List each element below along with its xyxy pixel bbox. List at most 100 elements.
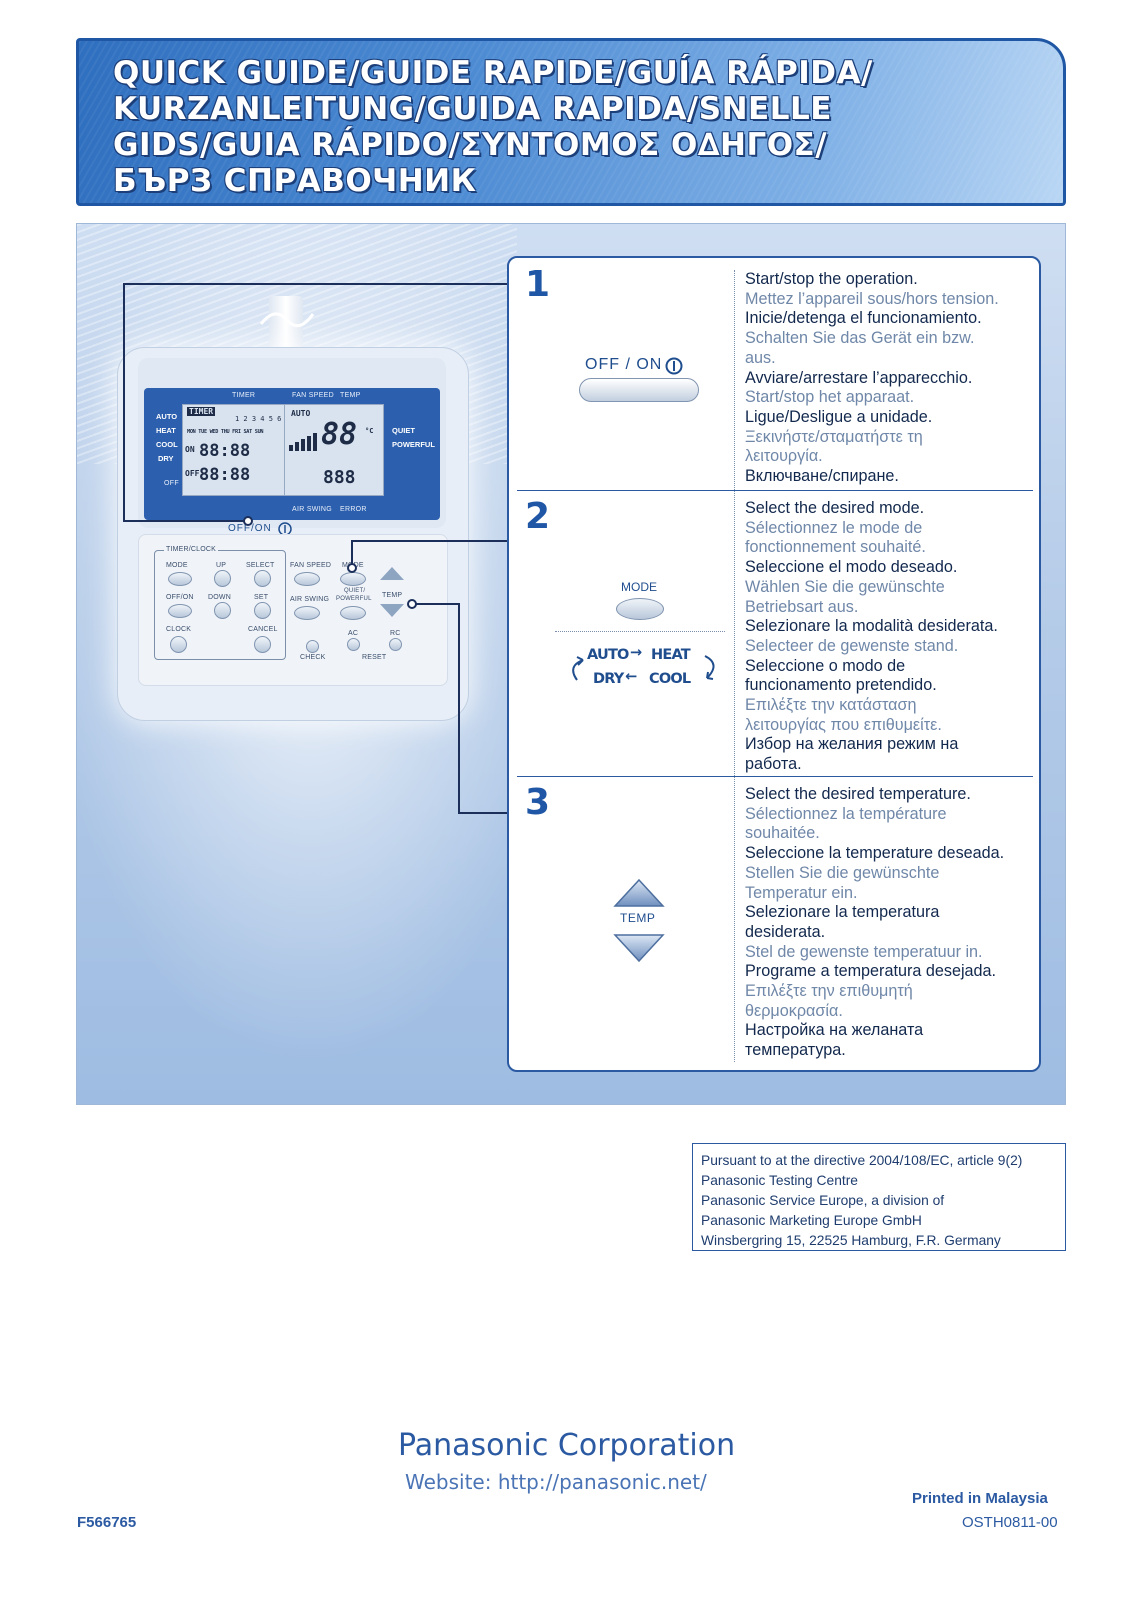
up-button[interactable]: [214, 570, 231, 587]
mode-button[interactable]: [340, 572, 366, 586]
mode-cool: COOL: [649, 671, 691, 687]
step-text-line: aus.: [745, 348, 776, 367]
air-swing-button[interactable]: [294, 606, 320, 620]
step-2-text: Select the desired mode. Sélectionnez le…: [745, 499, 1037, 775]
step-text-line: Start/stop the operation.: [745, 270, 918, 288]
website-link[interactable]: Website: http://panasonic.net/: [405, 1470, 707, 1494]
temp-up-button[interactable]: [380, 567, 404, 580]
step-text-line: Настройка на желаната: [745, 1021, 924, 1040]
btn-label-mode-main: MODE: [342, 562, 364, 569]
timer-offon-button[interactable]: [168, 604, 192, 618]
step-text-line: λειτουργίας που επιθυμείτε.: [745, 715, 942, 734]
step-2-number: 2: [525, 496, 551, 537]
step-1-text: Start/stop the operation. Mettez l’appar…: [745, 270, 1037, 487]
quiet-powerful-button[interactable]: [340, 606, 366, 620]
lcd-temp-unit: °C: [365, 427, 374, 435]
clock-button[interactable]: [170, 636, 187, 653]
step-text-line: Selecteer de gewenste stand.: [745, 636, 959, 655]
lcd-off-time: 88:88: [199, 465, 251, 485]
lcd-label-timer: TIMER: [232, 392, 256, 399]
step-text-line: Start/stop het apparaat.: [745, 388, 915, 407]
set-button[interactable]: [254, 602, 271, 619]
step-divider: [517, 776, 1033, 777]
step-text-line: Επιλέξτε την επιθυμητή: [745, 982, 913, 1001]
lcd-label-air-swing: AIR SWING: [292, 506, 333, 513]
lcd-off-tag: OFF: [185, 469, 200, 478]
ac-button[interactable]: [347, 638, 360, 651]
title-line: БЪРЗ СПРАВОЧНИК: [113, 163, 477, 199]
btn-label-up: UP: [216, 562, 227, 569]
steps-box: 1 OFF / ON Start/stop the operation. Met…: [507, 256, 1041, 1072]
step-text-line: Temperatur ein.: [745, 883, 858, 902]
temp-up-arrow-icon[interactable]: [613, 878, 665, 908]
down-button[interactable]: [214, 602, 231, 619]
step-text-line: Schalten Sie das Gerät ein bzw.: [745, 329, 975, 348]
lcd-timer-tag: TIMER: [187, 407, 216, 416]
btn-label-fan-speed: FAN SPEED: [290, 562, 332, 569]
step-text-line: Seleccione o modo de: [745, 656, 906, 675]
step-1-number: 1: [525, 264, 551, 305]
lcd-panel: TIMER FAN SPEED TEMP AUTO HEAT COOL DRY …: [144, 388, 440, 520]
btn-label-clock: CLOCK: [166, 626, 192, 633]
timer-clock-label: TIMER/CLOCK: [164, 546, 219, 553]
legal-line: Pursuant to at the directive 2004/108/EC…: [701, 1153, 1023, 1168]
step-1-offon-button[interactable]: [579, 378, 699, 402]
step-text-line: Mettez l’appareil sous/hors tension.: [745, 289, 999, 308]
lcd-mode-powerful: POWERFUL: [392, 440, 435, 449]
remote-controller: TIMER FAN SPEED TEMP AUTO HEAT COOL DRY …: [117, 347, 469, 721]
btn-label-air-swing: AIR SWING: [290, 596, 330, 603]
lcd-mode-cool: COOL: [156, 440, 178, 449]
lcd-divider: [284, 405, 285, 495]
temp-down-arrow-icon[interactable]: [613, 933, 665, 963]
select-button[interactable]: [254, 570, 271, 587]
temp-down-button[interactable]: [380, 604, 404, 617]
rc-button[interactable]: [389, 638, 402, 651]
btn-label-temp: TEMP: [382, 592, 403, 599]
step-2-mode-label: MODE: [621, 580, 657, 594]
lcd-label-fan-speed: FAN SPEED: [292, 392, 334, 399]
mode-auto: AUTO: [587, 647, 629, 663]
btn-label-offon: OFF/ON: [166, 594, 194, 601]
check-button[interactable]: [306, 640, 319, 653]
step-text-line: температура.: [745, 1041, 846, 1060]
step-text-line: Betriebsart aus.: [745, 597, 859, 616]
step-text-line: Επιλέξτε την κατάσταση: [745, 696, 917, 715]
step-text-line: Wählen Sie die gewünschte: [745, 577, 945, 596]
step-text-line: Selezionare la temperatura: [745, 903, 940, 922]
title-line: QUICK GUIDE/GUIDE RAPIDE/GUÍA RÁPIDA/: [113, 55, 873, 91]
step-text-line: Inicie/detenga el funcionamiento.: [745, 309, 982, 328]
btn-label-quiet: QUIET/: [344, 588, 366, 594]
mode-cycle-arrows-icon: [572, 655, 715, 681]
legal-line: Panasonic Service Europe, a division of: [701, 1193, 945, 1208]
step-text-line: Sélectionnez la température: [745, 804, 947, 823]
cancel-button[interactable]: [254, 636, 271, 653]
btn-label-down: DOWN: [208, 594, 231, 601]
timer-mode-button[interactable]: [168, 572, 192, 586]
lcd-mode-auto: AUTO: [156, 412, 178, 421]
lcd-on-tag: ON: [185, 445, 195, 454]
timer-clock-group: [154, 550, 286, 660]
lcd-label-off: OFF: [164, 480, 179, 487]
step-text-line: funcionamento pretendido.: [745, 676, 937, 695]
step-text-line: Stel de gewenste temperatuur in.: [745, 942, 983, 961]
step-text-line: Select the desired temperature.: [745, 785, 971, 803]
step-text-line: Seleccione el modo deseado.: [745, 558, 958, 577]
dotted-separator: [555, 631, 725, 632]
power-icon: [665, 357, 683, 375]
step-2-mode-button[interactable]: [616, 598, 664, 620]
title-line: GIDS/GUIA RÁPIDO/ΣΥΝΤΟΜΟΣ Ο∆ΗΓΟΣ/: [113, 127, 828, 163]
step-text-line: работа.: [745, 755, 802, 774]
fan-speed-button[interactable]: [294, 572, 320, 586]
btn-label-ac: AC: [348, 630, 359, 637]
step-3-number: 3: [525, 782, 551, 823]
legal-line: Panasonic Testing Centre: [701, 1173, 858, 1188]
lcd-label-temp: TEMP: [340, 392, 361, 399]
corporation-name: Panasonic Corporation: [398, 1428, 736, 1463]
lcd-mode-dry: DRY: [158, 454, 174, 463]
lcd-mode-heat: HEAT: [156, 426, 176, 435]
lcd-auto-tag: AUTO: [291, 409, 311, 418]
btn-label-select: SELECT: [246, 562, 275, 569]
step-text-line: Programe a temperatura desejada.: [745, 962, 997, 981]
document-code: F566765: [77, 1514, 137, 1531]
lcd-day-numbers: 1 2 3 4 5 6: [235, 415, 282, 423]
